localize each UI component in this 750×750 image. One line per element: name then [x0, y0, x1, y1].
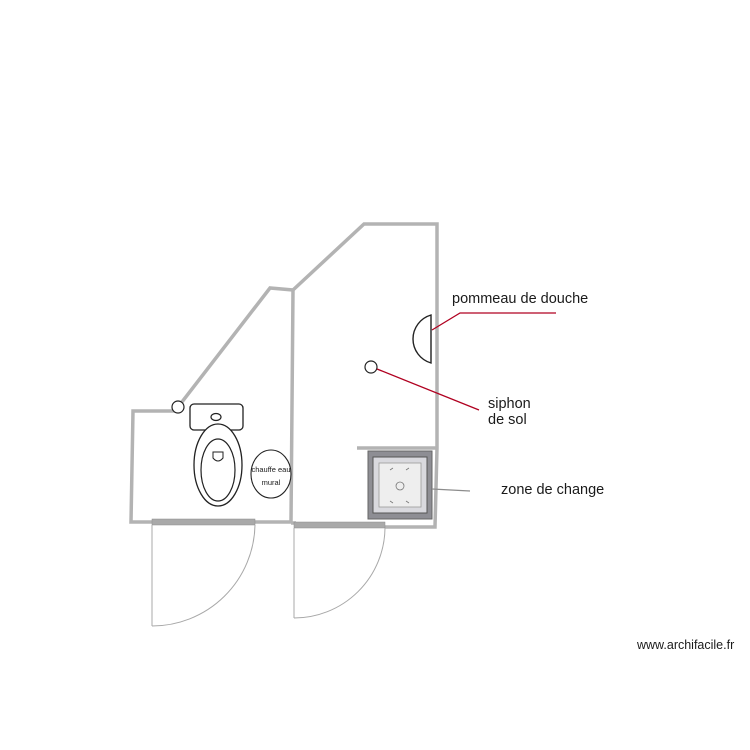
- shower-head-icon[interactable]: [412, 314, 432, 364]
- pipe-marker-icon: [171, 400, 185, 414]
- changing-zone-label: zone de change: [501, 482, 604, 498]
- watermark: www.archifacile.fr: [636, 638, 734, 652]
- floor-drain-icon[interactable]: [364, 360, 378, 374]
- shower-room-door-icon[interactable]: [293, 521, 386, 619]
- shower-head-label: pommeau de douche: [452, 291, 588, 307]
- water-heater-label-1: chauffe eau: [251, 465, 290, 474]
- water-heater-icon[interactable]: chauffe eau mural: [250, 449, 292, 499]
- shower-room-walls: [291, 222, 439, 529]
- shower-head-callout: [431, 312, 556, 331]
- changing-table-icon[interactable]: [367, 450, 433, 520]
- wc-door-icon[interactable]: [151, 518, 256, 627]
- changing-zone-callout: [431, 488, 471, 492]
- toilet-icon[interactable]: [189, 403, 244, 507]
- floor-drain-callout: [376, 368, 480, 411]
- water-heater-label-2: mural: [262, 478, 281, 487]
- floor-drain-label-1: siphon: [488, 396, 531, 412]
- floor-drain-label-2: de sol: [488, 412, 527, 428]
- wc-room-walls: [129, 286, 295, 524]
